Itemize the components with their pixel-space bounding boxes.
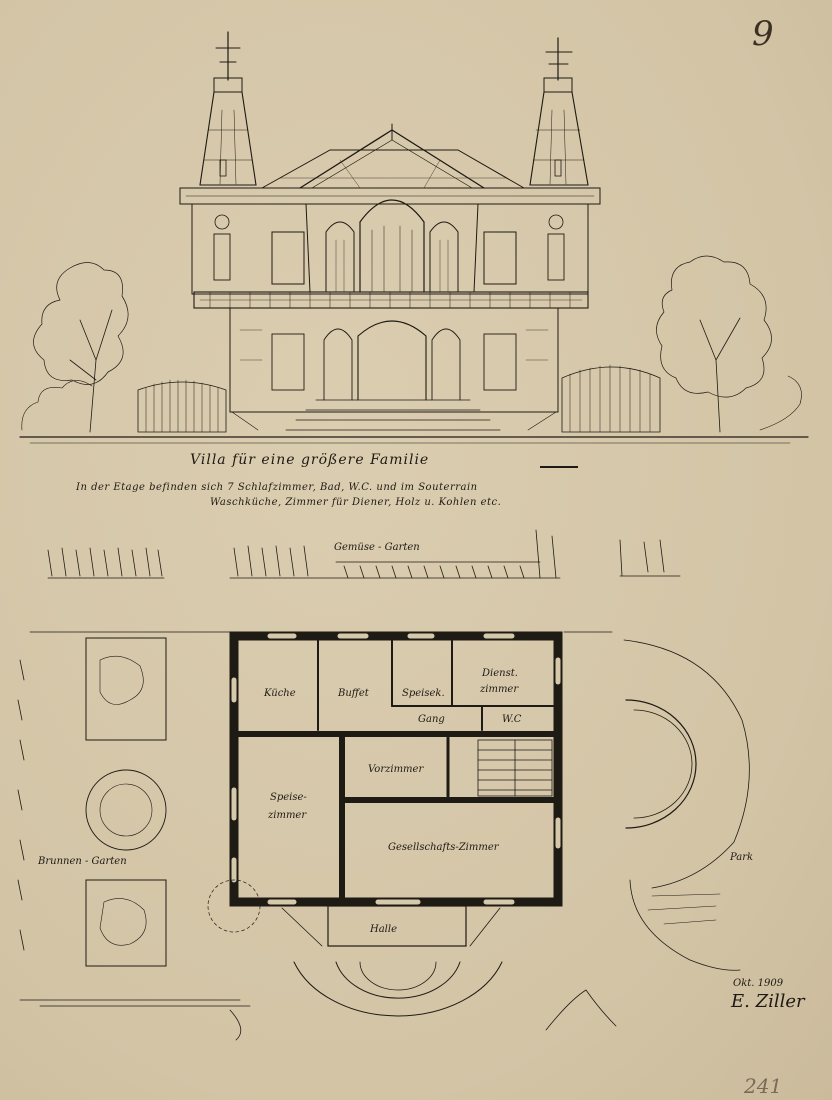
description-line-2: Waschküche, Zimmer für Diener, Holz u. K… bbox=[210, 497, 502, 508]
inventory-number: 241 bbox=[744, 1074, 783, 1098]
villa-elevation bbox=[19, 31, 809, 444]
room-corridor: Gang bbox=[418, 714, 445, 725]
room-servant-1: Dienst. bbox=[482, 668, 518, 679]
left-tree bbox=[21, 262, 129, 433]
room-salon: Gesellschafts-Zimmer bbox=[388, 842, 499, 853]
right-tower bbox=[529, 37, 589, 186]
upper-storey bbox=[191, 199, 589, 295]
room-buffet: Buffet bbox=[338, 688, 369, 699]
left-fence bbox=[137, 379, 227, 433]
room-dining-1: Speise- bbox=[270, 792, 307, 803]
room-anteroom: Vorzimmer bbox=[368, 764, 424, 775]
drawing-date: Okt. 1909 bbox=[733, 978, 784, 989]
vegetable-garden-hedges bbox=[47, 529, 681, 579]
park-label: Park bbox=[730, 852, 754, 863]
description-line-1: In der Etage befinden sich 7 Schlafzimme… bbox=[76, 482, 478, 493]
right-tree bbox=[656, 255, 802, 433]
page-number: 9 bbox=[752, 14, 774, 54]
ground-storey bbox=[229, 307, 559, 431]
room-kitchen: Küche bbox=[264, 688, 296, 699]
architect-signature: E. Ziller bbox=[731, 991, 805, 1012]
drawing-title: Villa für eine größere Familie bbox=[190, 452, 430, 468]
left-garden bbox=[17, 637, 261, 1041]
floor-plan bbox=[29, 631, 613, 1017]
left-garden-label: Brunnen - Garten bbox=[38, 856, 127, 867]
room-hall: Halle bbox=[370, 924, 397, 935]
main-roof bbox=[261, 123, 525, 189]
left-tower bbox=[199, 31, 257, 186]
park bbox=[545, 639, 750, 1031]
room-pantry: Speisek. bbox=[402, 688, 445, 699]
right-fence bbox=[561, 364, 661, 433]
title-underline bbox=[540, 466, 578, 468]
room-wc: W.C bbox=[502, 714, 522, 725]
room-dining-2: zimmer bbox=[268, 810, 307, 821]
room-servant-2: zimmer bbox=[480, 684, 519, 695]
vegetable-garden-label: Gemüse - Garten bbox=[334, 542, 420, 553]
